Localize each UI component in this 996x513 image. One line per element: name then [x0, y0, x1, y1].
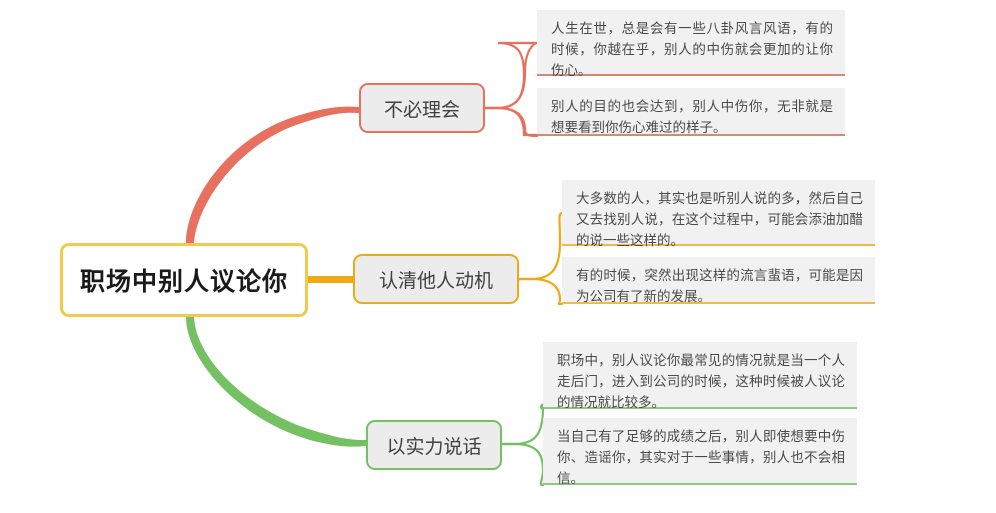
sub-connector-2-lower — [517, 277, 564, 306]
leaf-node-1-2[interactable]: 别人的目的也会达到，别人中伤你，无非就是想要看到你伤心难过的样子。 — [537, 88, 845, 136]
root-node-label: 职场中别人议论你 — [79, 267, 288, 296]
leaf-node-2-2-text: 有的时候，突然出现这样的流言蜚语，可能是因为公司有了新的发展。 — [576, 268, 863, 305]
sub-connector-3-upper — [500, 403, 545, 446]
main-connector-2 — [308, 276, 353, 283]
sub-connector-1 — [483, 41, 539, 137]
leaf-node-1-1-text: 人生在世，总是会有一些八卦风言风语，有的时候，你越在乎，别人的中伤就会更加的让你… — [551, 21, 833, 79]
leaf-node-1-1[interactable]: 人生在世，总是会有一些八卦风言风语，有的时候，你越在乎，别人的中伤就会更加的让你… — [537, 10, 845, 79]
branch-node-1-label: 不必理会 — [383, 98, 460, 121]
root-node[interactable]: 职场中别人议论你 — [60, 243, 308, 317]
leaf-node-2-2[interactable]: 有的时候，突然出现这样的流言蜚语，可能是因为公司有了新的发展。 — [562, 257, 875, 305]
branch-node-2-label: 认清他人动机 — [378, 269, 493, 292]
leaf-node-1-2-text: 别人的目的也会达到，别人中伤你，无非就是想要看到你伤心难过的样子。 — [551, 99, 833, 136]
branch-node-2[interactable]: 认清他人动机 — [353, 254, 519, 304]
branch-node-1[interactable]: 不必理会 — [359, 83, 485, 133]
sub-connector-3-lower — [500, 442, 545, 487]
sub-connector-1-upper — [483, 41, 539, 110]
branch-node-3-label: 以实力说话 — [386, 435, 482, 458]
sub-connector-1-lower — [483, 106, 539, 138]
branch-node-3[interactable]: 以实力说话 — [366, 420, 502, 470]
leaf-node-2-1-text: 大多数的人，其实也是听别人说的多，然后自己又去找别人说，在这个过程中，可能会添油… — [576, 191, 863, 249]
main-connector-1 — [186, 106, 359, 243]
leaf-node-3-2[interactable]: 当自己有了足够的成绩之后，别人即使想要中伤你、造谣你，其实对于一些事情，别人也不… — [543, 418, 857, 487]
leaf-node-3-1[interactable]: 职场中，别人议论你最常见的情况就是当一个人走后门，进入到公司的时候，这种时候被人… — [543, 342, 857, 411]
leaf-node-2-1[interactable]: 大多数的人，其实也是听别人说的多，然后自己又去找别人说，在这个过程中，可能会添油… — [562, 180, 875, 249]
main-connector-3 — [186, 317, 366, 447]
leaf-node-3-2-text: 当自己有了足够的成绩之后，别人即使想要中伤你、造谣你，其实对于一些事情，别人也不… — [557, 429, 845, 487]
sub-connector-2-upper — [517, 211, 564, 281]
leaf-node-3-1-text: 职场中，别人议论你最常见的情况就是当一个人走后门，进入到公司的时候，这种时候被人… — [557, 353, 845, 411]
